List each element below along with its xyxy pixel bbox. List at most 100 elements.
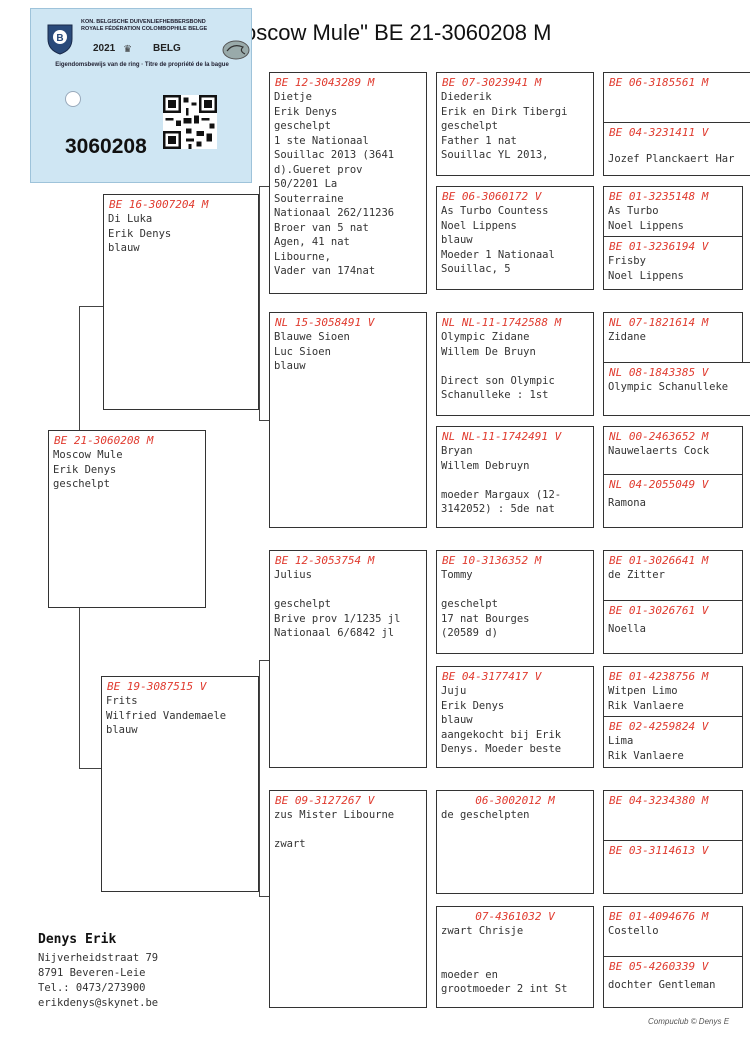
bird-info: blauw xyxy=(106,724,138,736)
pedigree-box-gen5-7[interactable]: NL 00-2463652 M Nauwelaerts Cock xyxy=(603,426,743,476)
pedigree-box-dam-dam[interactable]: BE 09-3127267 V zus Mister Libourne zwar… xyxy=(269,790,427,1008)
owner-name: Denys Erik xyxy=(38,932,117,947)
ring-label: BE 01-4238756 M xyxy=(609,670,709,683)
bird-info: Ramona xyxy=(608,497,646,509)
pedigree-box-gen5-2[interactable]: BE 04-3231411 V Jozef Planckaert Har xyxy=(603,122,750,176)
pedigree-box-gen4-2[interactable]: BE 06-3060172 V As Turbo Countess Noel L… xyxy=(436,186,594,290)
bird-info: Nationaal 6/6842 jl xyxy=(274,627,395,639)
bird-info xyxy=(437,939,593,954)
pedigree-box-dam-sire[interactable]: BE 12-3053754 M Julius geschelpt Brive p… xyxy=(269,550,427,768)
pedigree-box-gen4-5[interactable]: BE 10-3136352 M Tommy geschelpt 17 nat B… xyxy=(436,550,594,654)
bird-info: Vader van 174nat xyxy=(274,265,376,277)
bird-info xyxy=(437,473,593,488)
bird-info: Frisby xyxy=(608,255,646,267)
bird-info: blauw xyxy=(274,360,306,372)
owner-city: 8791 Beveren-Leie xyxy=(38,967,146,979)
bird-info: Nauwelaerts Cock xyxy=(608,445,710,457)
bird-info: Schanulleke : 1st xyxy=(441,389,549,401)
ring-label: NL NL-11-1742491 V xyxy=(442,430,562,443)
bird-info: Erik Denys xyxy=(274,105,338,118)
pedigree-box-dam[interactable]: BE 19-3087515 V Frits Wilfried Vandemael… xyxy=(101,676,259,892)
pedigree-box-gen5-13[interactable]: BE 04-3234380 M xyxy=(603,790,743,842)
connector-line xyxy=(259,660,260,896)
pedigree-title: oscow Mule" BE 21-3060208 M xyxy=(244,20,552,45)
bird-info: Julius xyxy=(274,569,312,581)
bird-info: Dietje xyxy=(274,91,312,103)
bird-info: Costello xyxy=(608,925,659,937)
bird-info: geschelpt xyxy=(274,598,331,610)
ring-label: BE 01-3026641 M xyxy=(609,554,709,567)
pedigree-box-gen5-15[interactable]: BE 01-4094676 M Costello xyxy=(603,906,743,958)
connector-line xyxy=(79,608,80,768)
bird-info: moeder en xyxy=(441,968,498,981)
pedigree-box-gen5-9[interactable]: BE 01-3026641 M de Zitter xyxy=(603,550,743,602)
bird-info: Jozef Planckaert Har xyxy=(608,153,735,165)
bird-info: Zidane xyxy=(608,331,646,343)
pedigree-box-sire-dam[interactable]: NL 15-3058491 V Blauwe Sioen Luc Sioen b… xyxy=(269,312,427,528)
pedigree-box-gen5-16[interactable]: BE 05-4260339 V dochter Gentleman xyxy=(603,956,743,1008)
bird-info: d).Gueret prov xyxy=(274,163,363,176)
pedigree-box-gen4-6[interactable]: BE 04-3177417 V Juju Erik Denys blauw aa… xyxy=(436,666,594,768)
pedigree-box-gen5-8[interactable]: NL 04-2055049 V Ramona xyxy=(603,474,743,528)
bird-info: geschelpt xyxy=(441,598,498,610)
pedigree-box-gen4-7[interactable]: 06-3002012 M de geschelpten xyxy=(436,790,594,894)
ring-label: BE 06-3185561 M xyxy=(609,76,709,89)
ring-label: BE 01-4094676 M xyxy=(609,910,709,923)
ring-label: BE 09-3127267 V xyxy=(275,794,375,807)
ring-label: NL NL-11-1742588 M xyxy=(442,316,562,329)
bird-info: Father 1 nat xyxy=(441,134,517,147)
bird-info: Denys. Moeder beste xyxy=(441,743,562,755)
bird-info: geschelpt xyxy=(53,478,110,490)
bird-info: Nationaal 262/11236 xyxy=(274,207,395,219)
pedigree-box-gen5-6[interactable]: NL 08-1843385 V Olympic Schanulleke xyxy=(603,362,750,416)
pedigree-box-sire[interactable]: BE 16-3007204 M Di Luka Erik Denys blauw xyxy=(103,194,259,410)
ring-label: BE 07-3023941 M xyxy=(442,76,542,89)
bird-info: Erik Denys xyxy=(441,699,505,712)
ring-label: BE 21-3060208 M xyxy=(54,434,154,447)
pedigree-box-gen5-3[interactable]: BE 01-3235148 M As Turbo Noel Lippens xyxy=(603,186,743,238)
pedigree-box-gen5-4[interactable]: BE 01-3236194 V Frisby Noel Lippens xyxy=(603,236,743,290)
bird-info: aangekocht bij Erik xyxy=(441,728,562,741)
bird-info: Direct son Olympic xyxy=(441,374,555,387)
pedigree-box-gen5-1[interactable]: BE 06-3185561 M xyxy=(603,72,750,124)
bird-info: moeder Margaux (12- xyxy=(441,488,562,501)
pedigree-box-gen5-10[interactable]: BE 01-3026761 V Noella xyxy=(603,600,743,654)
pedigree-box-gen4-4[interactable]: NL NL-11-1742491 V Bryan Willem Debruyn … xyxy=(436,426,594,528)
bird-info: zwart xyxy=(274,838,306,850)
ring-label: BE 01-3236194 V xyxy=(609,240,709,253)
bird-info: Souterraine xyxy=(274,192,344,205)
bird-info: Wilfried Vandemaele xyxy=(106,709,227,722)
ring-label: BE 12-3053754 M xyxy=(275,554,375,567)
connector-line xyxy=(259,186,269,187)
owner-email[interactable]: erikdenys@skynet.be xyxy=(38,997,159,1009)
bird-info xyxy=(437,583,593,598)
pedigree-box-gen5-5[interactable]: NL 07-1821614 M Zidane xyxy=(603,312,743,364)
ring-label: NL 00-2463652 M xyxy=(609,430,709,443)
bird-info: Noella xyxy=(608,623,646,635)
connector-line xyxy=(79,768,101,769)
pedigree-box-gen5-14[interactable]: BE 03-3114613 V xyxy=(603,840,743,894)
bird-info: Erik Denys xyxy=(108,227,172,240)
pedigree-box-gen4-3[interactable]: NL NL-11-1742588 M Olympic Zidane Willem… xyxy=(436,312,594,416)
bird-info: de geschelpten xyxy=(441,809,530,821)
bird-info xyxy=(270,583,426,598)
ring-ownership-card: B KON. BELGISCHE DUIVENLIEFHEBBERSBOND R… xyxy=(30,8,252,183)
pedigree-box-gen4-8[interactable]: 07-4361032 V zwart Chrisje moeder en gro… xyxy=(436,906,594,1008)
bird-info: Frits xyxy=(106,695,138,707)
bird-info: zus Mister Libourne xyxy=(274,809,395,821)
bird-info: Rik Vanlaere xyxy=(608,699,684,712)
pedigree-box-gen4-1[interactable]: BE 07-3023941 M Diederik Erik en Dirk Ti… xyxy=(436,72,594,176)
card-punch-hole xyxy=(65,91,81,107)
pedigree-box-gen5-12[interactable]: BE 02-4259824 V Lima Rik Vanlaere xyxy=(603,716,743,768)
ring-number: 3060208 xyxy=(65,135,147,158)
pedigree-box-sire-sire[interactable]: BE 12-3043289 M Dietje Erik Denys gesche… xyxy=(269,72,427,294)
bird-info: zwart Chrisje xyxy=(441,925,524,937)
pedigree-box-gen5-11[interactable]: BE 01-4238756 M Witpen Limo Rik Vanlaere xyxy=(603,666,743,718)
bird-info: Broer van 5 nat xyxy=(274,221,369,234)
bird-info: Erik Denys xyxy=(53,463,117,476)
pedigree-box-subject[interactable]: BE 21-3060208 M Moscow Mule Erik Denys g… xyxy=(48,430,206,608)
ring-label: BE 04-3231411 V xyxy=(609,126,709,139)
bird-info: As Turbo xyxy=(608,205,659,217)
ring-label: BE 04-3177417 V xyxy=(442,670,542,683)
ring-label: BE 06-3060172 V xyxy=(442,190,542,203)
